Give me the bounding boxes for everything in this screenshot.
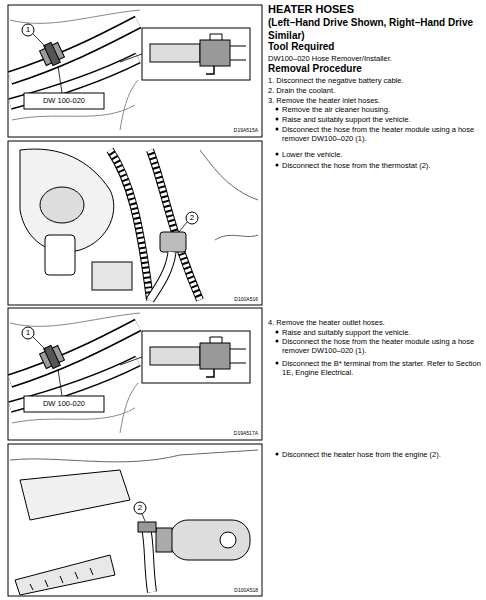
callout-number: 2 xyxy=(134,503,146,513)
bullet-text: Disconnect the hose from the heater modu… xyxy=(282,125,482,144)
callout-number: 2 xyxy=(186,213,198,223)
bullet-text: Remove the air cleaner housing. xyxy=(282,105,482,114)
section-heading: Tool Required xyxy=(268,41,482,54)
figure-code: D19A515A xyxy=(200,127,258,133)
tool-text: DW100–020 Hose Remover/Installer. xyxy=(268,54,482,63)
step-text: 2. Drain the coolant. xyxy=(268,86,482,95)
section-heading: Removal Procedure xyxy=(268,63,482,76)
page-title: HEATER HOSES xyxy=(268,3,482,17)
step-text: 4. Remove the heater outlet hoses. xyxy=(268,318,482,327)
bullet-text: Disconnect the heater hose from the engi… xyxy=(282,450,482,459)
bullet-text: Raise and suitably support the vehicle. xyxy=(282,328,482,337)
bullet-text: Raise and suitably support the vehicle. xyxy=(282,115,482,124)
bullet-text: Lower the vehicle. xyxy=(282,150,482,159)
subtitle: (Left–Hand Drive Shown, Right–Hand Drive… xyxy=(268,17,482,42)
tool-label: DW 100-020 xyxy=(24,399,104,408)
callout-number: 1 xyxy=(22,328,34,338)
figure-code: D100A516 xyxy=(200,296,258,302)
figure-code: D19A517A xyxy=(200,430,258,436)
step-text: 3. Remove the heater inlet hoses. xyxy=(268,96,482,105)
bullet xyxy=(276,108,279,456)
callout-number: 1 xyxy=(22,25,34,35)
step-text: 1. Disconnect the negative battery cable… xyxy=(268,76,482,85)
bullet-text: Disconnect the hose from the thermostat … xyxy=(282,161,482,170)
bullet-text: Disconnect the B* terminal from the star… xyxy=(282,359,482,378)
bullet-text: Disconnect the hose from the heater modu… xyxy=(282,337,482,356)
tool-label: DW 100-020 xyxy=(24,96,104,105)
figure-code: D100A518 xyxy=(200,587,258,593)
